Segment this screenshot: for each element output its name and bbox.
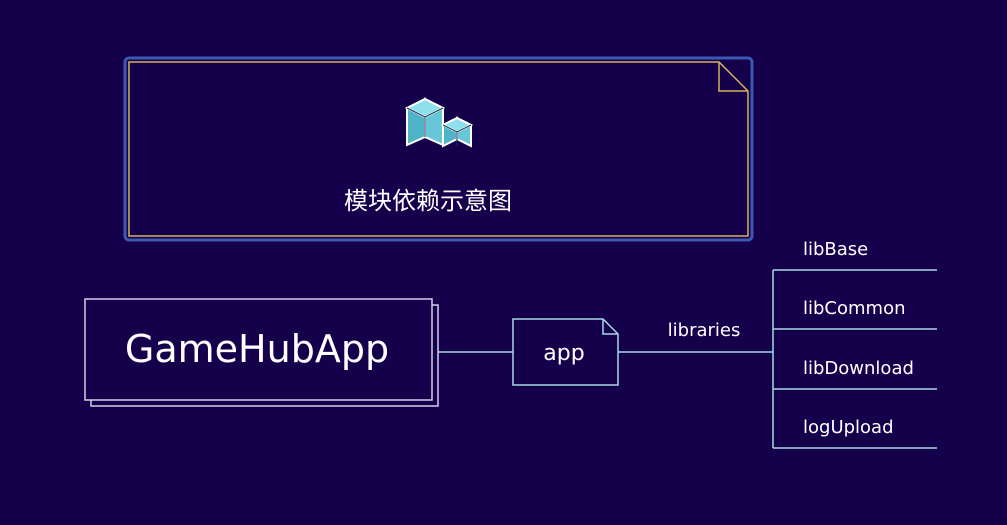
libraries-label: libraries — [668, 320, 741, 341]
cubes-icon — [404, 97, 474, 148]
library-item-libcommon: libCommon — [803, 298, 906, 319]
library-item-libbase: libBase — [803, 239, 868, 260]
title-panel: 模块依赖示意图 — [123, 56, 754, 242]
library-branches: libBase libCommon libDownload logUpload — [772, 239, 937, 449]
title-panel-inner-border — [128, 61, 749, 237]
app-node: app — [512, 318, 619, 386]
document-fold-icon — [602, 319, 618, 335]
library-branch-lines — [773, 269, 937, 449]
root-node-label: GameHubApp — [125, 327, 389, 371]
root-node: GameHubApp — [84, 298, 439, 407]
title-panel-folded-corner — [718, 62, 748, 92]
library-item-logupload: logUpload — [803, 417, 894, 438]
library-item-libdownload: libDownload — [803, 358, 914, 379]
diagram-title: 模块依赖示意图 — [344, 187, 512, 215]
root-node-border — [84, 298, 433, 401]
app-node-label: app — [543, 341, 584, 366]
document-icon — [512, 318, 619, 386]
title-panel-outer-border — [123, 56, 754, 242]
